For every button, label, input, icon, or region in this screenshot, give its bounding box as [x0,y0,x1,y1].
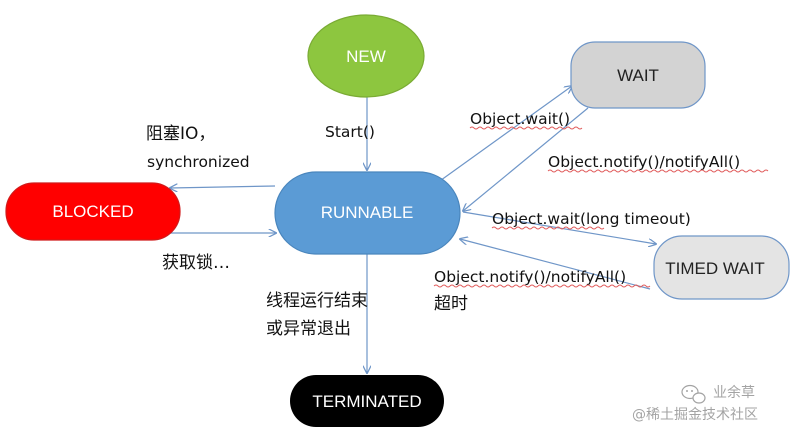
label-wait-timeout-underline [491,226,605,230]
state-wait: WAIT [570,41,706,109]
label-synchronized: synchronized [147,153,250,171]
label-timed-notify: Object.notify()/notifyAll() [434,268,626,286]
label-wait-timeout: Object.wait(long timeout) [492,210,691,228]
label-timeout: 超时 [434,294,468,314]
label-object-wait-underline [469,126,583,130]
label-acquire-lock: 获取锁… [162,253,230,273]
state-runnable: RUNNABLE [274,171,461,255]
edge-timed-notify [460,239,651,290]
state-terminated-label: TERMINATED [312,392,421,411]
state-new: NEW [307,14,425,98]
watermark: 业余草 @稀土掘金技术社区 [632,384,758,423]
label-end-line1: 线程运行结束 [266,291,368,311]
label-end-line2: 或异常退出 [266,319,351,339]
wechat-icon [681,384,706,404]
state-terminated: TERMINATED [290,375,444,427]
state-new-label: NEW [346,47,386,66]
state-runnable-label: RUNNABLE [321,203,414,222]
label-object-wait: Object.wait() [470,110,570,128]
label-blocked-io: 阻塞IO， [146,124,215,144]
edge-notify [463,107,589,211]
watermark-line1: 业余草 [713,384,755,401]
state-blocked-label: BLOCKED [52,202,133,221]
state-timed-wait: TIMED WAIT [653,235,790,300]
state-wait-label: WAIT [617,66,659,85]
state-timed-wait-label: TIMED WAIT [665,259,764,278]
label-start: Start() [325,123,375,141]
label-timed-notify-underline [433,284,651,288]
label-notify-underline [547,169,769,173]
label-notify: Object.notify()/notifyAll() [548,153,740,171]
state-blocked: BLOCKED [5,182,181,241]
edge-object-wait [436,86,572,184]
watermark-line2: @稀土掘金技术社区 [632,407,758,423]
edge-to-blocked [170,186,276,188]
